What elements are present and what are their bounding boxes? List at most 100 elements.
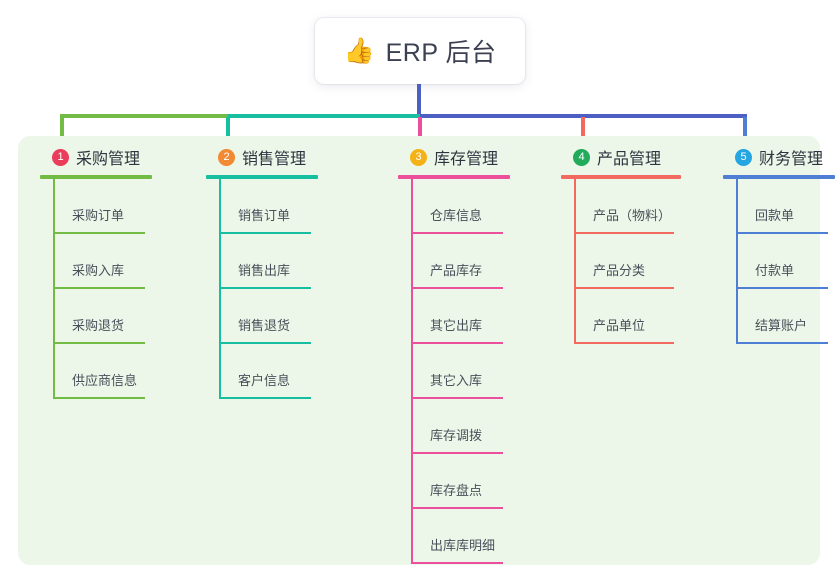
- leaf-underline: [413, 562, 503, 564]
- leaf-label: 采购订单: [72, 208, 125, 223]
- leaf-label: 供应商信息: [72, 373, 138, 388]
- leaf-node[interactable]: 结算账户: [738, 289, 835, 344]
- bus-blue: [420, 114, 747, 118]
- branch-underline: [561, 175, 681, 179]
- leaf-node[interactable]: 出库库明细: [413, 509, 510, 564]
- leaf-spine: [411, 179, 413, 564]
- branch-title: 产品管理: [597, 151, 662, 168]
- leaf-spine: [574, 179, 576, 344]
- leaf-underline: [55, 342, 145, 344]
- leaf-label: 产品库存: [430, 263, 483, 278]
- branch-underline: [206, 175, 318, 179]
- leaf-node[interactable]: 产品（物料）: [576, 179, 681, 234]
- leaf-underline: [413, 342, 503, 344]
- leaf-label: 采购入库: [72, 263, 125, 278]
- drop-col2: [226, 117, 230, 145]
- leaf-node[interactable]: 采购入库: [55, 234, 152, 289]
- leaf-node[interactable]: 产品单位: [576, 289, 681, 344]
- root-node[interactable]: 👍 ERP 后台: [315, 18, 525, 84]
- thumbs-up-icon: 👍: [343, 36, 375, 65]
- leaf-node[interactable]: 采购退货: [55, 289, 152, 344]
- leaf-spine: [219, 179, 221, 399]
- branch-header-procurement[interactable]: 1 采购管理: [35, 145, 152, 169]
- leaf-node[interactable]: 仓库信息: [413, 179, 510, 234]
- leaf-node[interactable]: 销售退货: [221, 289, 318, 344]
- leaf-list-inventory: 仓库信息产品库存其它出库其它入库库存调拨库存盘点出库库明细: [393, 179, 510, 564]
- leaf-label: 产品单位: [593, 318, 646, 333]
- leaf-underline: [413, 287, 503, 289]
- leaf-node[interactable]: 销售出库: [221, 234, 318, 289]
- leaf-node[interactable]: 供应商信息: [55, 344, 152, 399]
- branch-header-finance[interactable]: 5 财务管理: [718, 145, 835, 169]
- leaf-underline: [738, 287, 828, 289]
- leaf-underline: [55, 397, 145, 399]
- branch-title: 财务管理: [759, 151, 824, 168]
- branch-column-product[interactable]: 4 产品管理产品（物料） 产品分类产品单位: [556, 145, 681, 344]
- branch-column-procurement[interactable]: 1 采购管理采购订单采购入库采购退货供应商信息: [35, 145, 152, 399]
- branch-underline: [40, 175, 152, 179]
- leaf-underline: [738, 232, 828, 234]
- branch-underline: [398, 175, 510, 179]
- leaf-underline: [221, 342, 311, 344]
- branch-number-badge: 4: [573, 148, 590, 166]
- leaf-list-finance: 回款单付款单结算账户: [718, 179, 835, 344]
- branch-title: 库存管理: [434, 151, 499, 168]
- leaf-label: 销售出库: [238, 263, 291, 278]
- leaf-underline: [221, 287, 311, 289]
- branch-title: 销售管理: [242, 151, 307, 168]
- branch-header-product[interactable]: 4 产品管理: [556, 145, 681, 169]
- leaf-node[interactable]: 付款单: [738, 234, 835, 289]
- leaf-node[interactable]: 销售订单: [221, 179, 318, 234]
- branch-number-badge: 1: [52, 148, 69, 166]
- leaf-label: 客户信息: [238, 373, 291, 388]
- leaf-node[interactable]: 库存盘点: [413, 454, 510, 509]
- drop-col4: [581, 117, 585, 145]
- leaf-underline: [55, 287, 145, 289]
- leaf-label: 回款单: [755, 208, 795, 223]
- bus-green: [60, 114, 228, 118]
- leaf-label: 其它入库: [430, 373, 483, 388]
- branches-panel: [18, 136, 820, 565]
- leaf-underline: [221, 397, 311, 399]
- leaf-label: 其它出库: [430, 318, 483, 333]
- leaf-label: 仓库信息: [430, 208, 483, 223]
- leaf-underline: [576, 287, 674, 289]
- branch-number-badge: 5: [735, 148, 752, 166]
- leaf-list-product: 产品（物料） 产品分类产品单位: [556, 179, 681, 344]
- root-stem-connector: [417, 84, 421, 117]
- leaf-node[interactable]: 客户信息: [221, 344, 318, 399]
- leaf-node[interactable]: 产品分类: [576, 234, 681, 289]
- leaf-node[interactable]: 其它入库: [413, 344, 510, 399]
- branch-number-badge: 3: [410, 148, 427, 166]
- leaf-node[interactable]: 回款单: [738, 179, 835, 234]
- branch-title: 采购管理: [76, 151, 141, 168]
- leaf-node[interactable]: 产品库存: [413, 234, 510, 289]
- leaf-label: 产品分类: [593, 263, 646, 278]
- leaf-label: 销售订单: [238, 208, 291, 223]
- leaf-label: 库存调拨: [430, 428, 483, 443]
- branch-header-inventory[interactable]: 3 库存管理: [393, 145, 510, 169]
- branch-column-finance[interactable]: 5 财务管理回款单付款单结算账户: [718, 145, 835, 344]
- leaf-node[interactable]: 其它出库: [413, 289, 510, 344]
- leaf-node[interactable]: 库存调拨: [413, 399, 510, 454]
- leaf-spine: [736, 179, 738, 344]
- leaf-node[interactable]: 采购订单: [55, 179, 152, 234]
- leaf-spine: [53, 179, 55, 399]
- leaf-list-procurement: 采购订单采购入库采购退货供应商信息: [35, 179, 152, 399]
- root-node-title: ERP 后台: [385, 39, 497, 67]
- leaf-underline: [576, 232, 674, 234]
- leaf-label: 付款单: [755, 263, 795, 278]
- leaf-underline: [738, 342, 828, 344]
- leaf-label: 结算账户: [755, 318, 808, 333]
- leaf-underline: [413, 232, 503, 234]
- leaf-underline: [576, 342, 674, 344]
- leaf-underline: [413, 507, 503, 509]
- leaf-label: 销售退货: [238, 318, 291, 333]
- leaf-underline: [413, 397, 503, 399]
- leaf-label: 出库库明细: [430, 538, 496, 553]
- branch-column-inventory[interactable]: 3 库存管理仓库信息产品库存其它出库其它入库库存调拨库存盘点出库库明细: [393, 145, 510, 564]
- leaf-label: 采购退货: [72, 318, 125, 333]
